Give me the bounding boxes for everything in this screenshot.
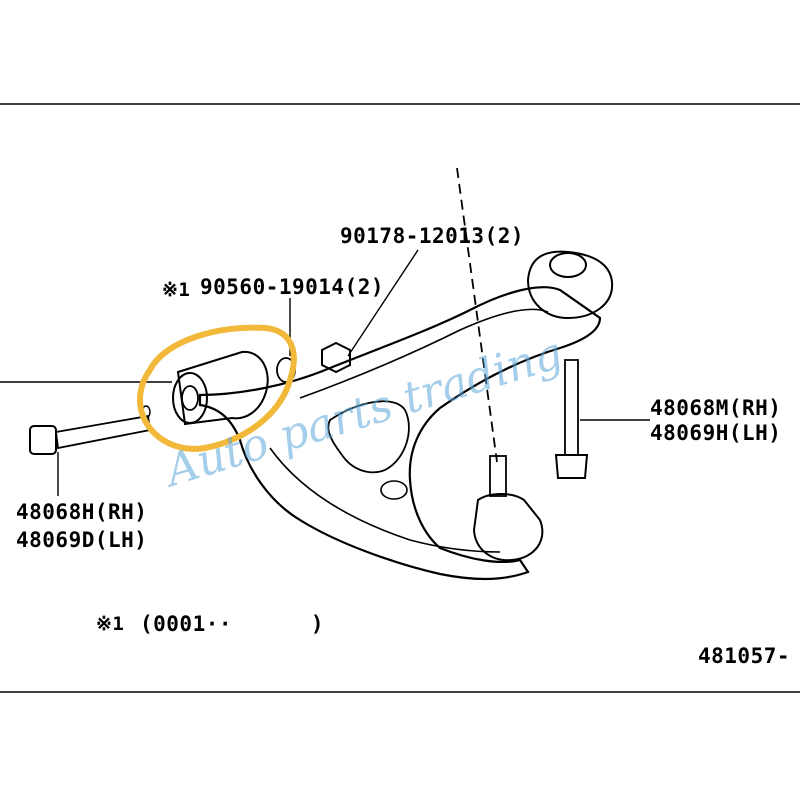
control-arm-outline bbox=[198, 286, 602, 581]
rear-bolt-head bbox=[554, 454, 589, 479]
arm-cutout bbox=[327, 400, 410, 474]
ball-joint-boot bbox=[472, 493, 544, 562]
rear-bushing-top bbox=[549, 252, 587, 278]
control-arm-rib-lower bbox=[269, 447, 501, 553]
part-label-rear-bolt-rh: 48068M(RH) bbox=[650, 396, 782, 420]
part-label-rear-bolt-lh: 48069H(LH) bbox=[650, 421, 782, 445]
leader-top-nut bbox=[347, 249, 419, 357]
ball-joint-stud bbox=[489, 455, 507, 497]
front-bushing-body bbox=[176, 350, 269, 426]
footnote-text: (0001·· ) bbox=[140, 612, 325, 636]
rear-bushing-body bbox=[526, 250, 614, 320]
part-label-front-bolt-lh: 48069D(LH) bbox=[16, 528, 148, 552]
top-nut bbox=[321, 341, 351, 374]
center-axis-line bbox=[456, 167, 498, 463]
highlight-ring bbox=[136, 324, 297, 452]
part-label-bushing-bolt: 90560-19014(2) bbox=[200, 275, 385, 299]
footnote-marker: ※1 bbox=[96, 613, 125, 635]
arm-hole bbox=[380, 480, 408, 500]
front-bolt-head bbox=[29, 425, 57, 455]
front-bushing-face bbox=[172, 372, 208, 424]
front-bolt-shank bbox=[55, 414, 152, 450]
marker-1: ※1 bbox=[162, 279, 191, 301]
part-label-top-nut: 90178-12013(2) bbox=[340, 224, 525, 248]
part-label-front-bolt-rh: 48068H(RH) bbox=[16, 500, 148, 524]
front-bushing-core bbox=[181, 385, 199, 411]
figure-number: 481057- bbox=[698, 644, 791, 668]
control-arm-rib bbox=[299, 308, 549, 399]
